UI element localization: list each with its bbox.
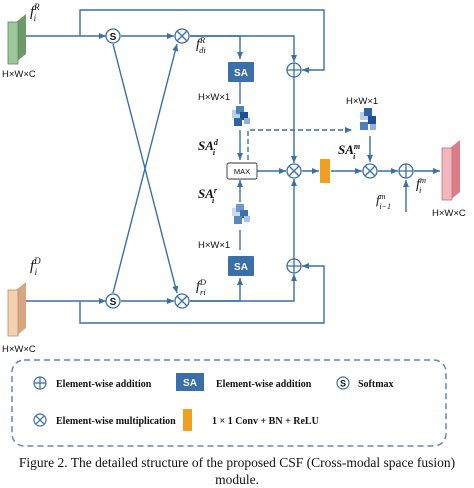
feature-block-depth bbox=[7, 282, 26, 337]
mult-op-fused bbox=[362, 163, 378, 179]
feature-block-rgb bbox=[7, 14, 26, 65]
legend-softmax-label: Softmax bbox=[358, 379, 394, 390]
sa-block-top: SA bbox=[228, 62, 254, 82]
figure-caption: Figure 2. The detailed structure of the … bbox=[18, 455, 456, 487]
dim-in-depth: H×W×C bbox=[2, 344, 36, 355]
add-op-top bbox=[286, 62, 302, 78]
attention-map-depth bbox=[232, 106, 250, 126]
svg-text:S: S bbox=[110, 32, 117, 43]
dim-in-rgb: H×W×C bbox=[2, 69, 36, 80]
legend: Element-wise addition SA Element-wise ad… bbox=[11, 359, 447, 447]
softmax-op-rgb: S bbox=[105, 28, 121, 44]
legend-conv-icon bbox=[183, 409, 192, 431]
dim-att-rgb: H×W×1 bbox=[198, 240, 230, 251]
legend-multiplication-icon bbox=[33, 413, 47, 427]
legend-multiplication-label: Element-wise multiplication bbox=[56, 416, 176, 427]
svg-text:SA: SA bbox=[234, 68, 248, 79]
feature-block-output bbox=[441, 140, 460, 201]
sa-block-bottom: SA bbox=[228, 256, 254, 276]
dim-att-depth: H×W×1 bbox=[198, 92, 230, 103]
legend-sa-label: Element-wise addition bbox=[216, 379, 312, 390]
legend-addition-label: Element-wise addition bbox=[56, 379, 152, 390]
attention-map-fused bbox=[360, 108, 376, 130]
dim-att-fused: H×W×1 bbox=[346, 96, 378, 107]
svg-text:MAX: MAX bbox=[234, 167, 250, 176]
svg-text:S: S bbox=[110, 297, 117, 308]
softmax-op-depth: S bbox=[105, 293, 121, 309]
svg-text:S: S bbox=[340, 379, 346, 389]
mult-op-rgb bbox=[174, 28, 190, 44]
legend-sa-icon: SA bbox=[176, 373, 204, 391]
attention-map-rgb bbox=[232, 204, 250, 224]
max-block: MAX bbox=[226, 162, 258, 180]
add-op-bottom bbox=[286, 258, 302, 274]
svg-text:SA: SA bbox=[183, 378, 197, 389]
mult-op-center bbox=[286, 163, 302, 179]
legend-softmax-icon: S bbox=[336, 376, 350, 390]
connections bbox=[26, 9, 440, 324]
dashed-connection bbox=[247, 127, 352, 160]
csf-diagram: S S SA SA MAX bbox=[2, 2, 466, 447]
conv-block bbox=[320, 159, 330, 183]
svg-text:SA: SA bbox=[234, 262, 248, 273]
legend-conv-label: 1 × 1 Conv + BN + ReLU bbox=[212, 416, 319, 427]
mult-op-depth bbox=[174, 293, 190, 309]
legend-addition-icon bbox=[33, 376, 47, 390]
dim-out: H×W×C bbox=[432, 208, 466, 219]
add-op-output bbox=[398, 163, 414, 179]
